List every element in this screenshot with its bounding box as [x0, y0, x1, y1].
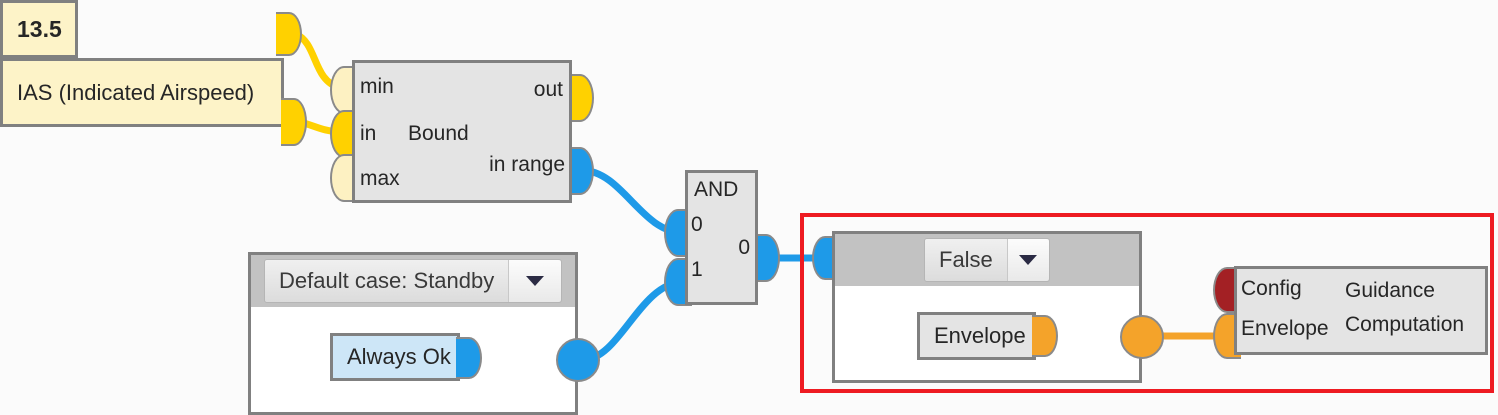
dropdown-false-case[interactable]: False [924, 238, 1050, 282]
block-guidance-computation[interactable]: Config Envelope Guidance Computation [1234, 266, 1488, 355]
port-standby-group-out[interactable] [556, 338, 600, 382]
port-envelope-out[interactable] [1032, 315, 1058, 357]
port-constant-min-out[interactable] [276, 12, 302, 56]
bound-output-label-out: out [533, 78, 563, 101]
bound-input-label-min: min [360, 75, 394, 98]
group-false-header: False [835, 234, 1139, 286]
block-and-gate[interactable]: AND 0 1 0 [685, 170, 758, 305]
block-always-ok-label: Always Ok [347, 344, 451, 369]
bound-output-label-in-range: in range [489, 153, 565, 176]
block-bound[interactable]: min in max Bound out in range [352, 60, 572, 203]
block-guidance-title-line2: Computation [1345, 313, 1465, 336]
and-input-label-0: 0 [691, 213, 703, 236]
and-input-label-1: 1 [691, 258, 703, 281]
port-always-ok-out[interactable] [456, 337, 482, 379]
dropdown-standby-case[interactable]: Default case: Standby [264, 259, 562, 303]
bound-input-label-in: in [360, 122, 377, 145]
bound-input-label-max: max [360, 167, 400, 190]
dropdown-false-value: False [939, 247, 993, 272]
selection-highlight [800, 213, 1494, 393]
chevron-down-icon[interactable] [1006, 239, 1049, 281]
chevron-down-icon[interactable] [508, 260, 561, 302]
constant-node-min-value[interactable]: 13.5 [0, 0, 78, 58]
and-output-label-0: 0 [738, 236, 750, 259]
block-envelope[interactable]: Envelope [917, 312, 1036, 360]
guidance-input-label-envelope: Envelope [1241, 317, 1329, 340]
constant-node-ias[interactable]: IAS (Indicated Airspeed) [0, 58, 284, 127]
block-guidance-title-line1: Guidance [1345, 279, 1435, 302]
port-false-group-out[interactable] [1120, 315, 1164, 359]
constant-min-value-label: 13.5 [17, 15, 62, 42]
block-envelope-label: Envelope [934, 323, 1026, 348]
group-standby-header: Default case: Standby [251, 255, 575, 307]
dropdown-standby-value: Default case: Standby [279, 268, 495, 293]
port-constant-ias-out[interactable] [281, 98, 307, 146]
constant-ias-label: IAS (Indicated Airspeed) [17, 79, 255, 105]
block-always-ok[interactable]: Always Ok [330, 333, 460, 381]
block-bound-title: Bound [408, 122, 469, 145]
block-and-title: AND [694, 178, 739, 201]
guidance-input-label-config: Config [1241, 277, 1302, 300]
